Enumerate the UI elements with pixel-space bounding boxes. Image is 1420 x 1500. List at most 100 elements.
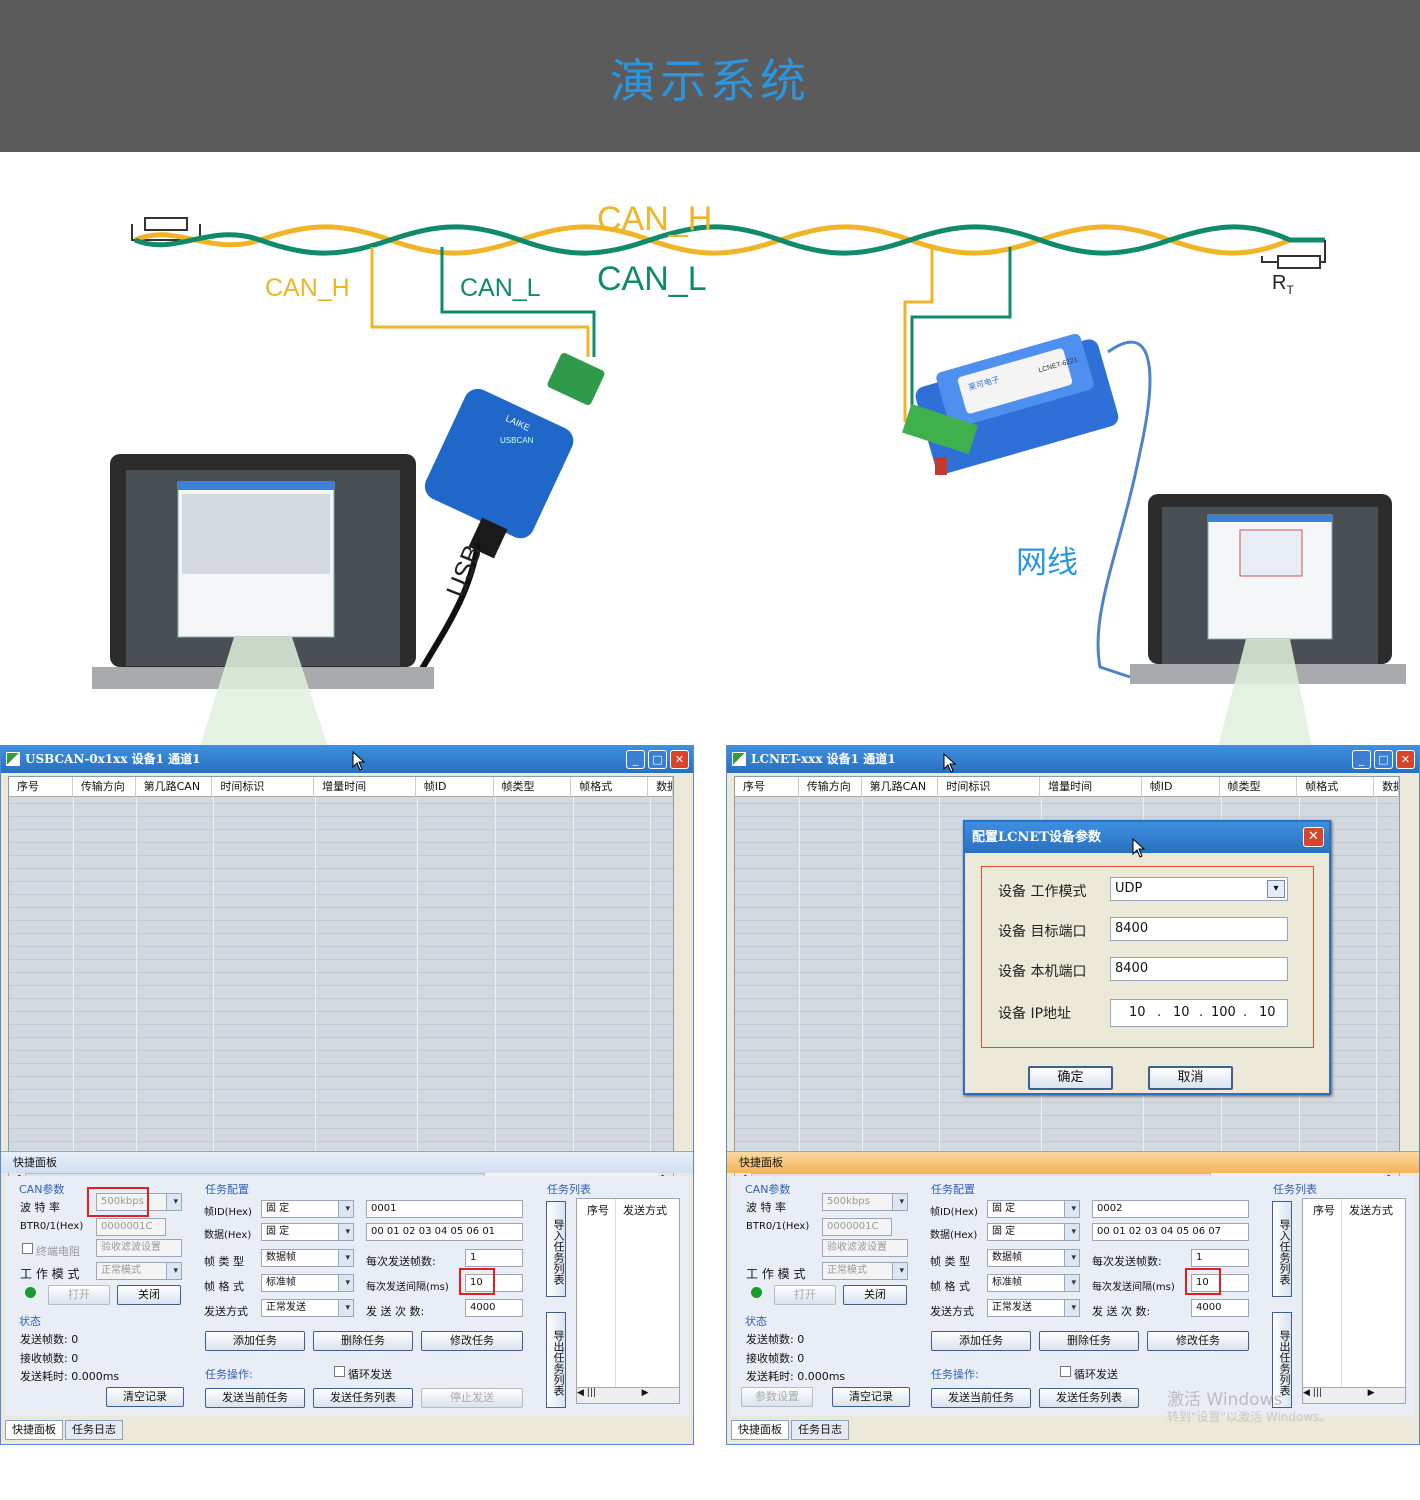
frame-id-input[interactable]: 0001 [366, 1200, 523, 1218]
import-task-list-button[interactable]: 导入任务列表 [1272, 1201, 1292, 1297]
close-window-button[interactable]: ✕ [670, 750, 689, 769]
data-mode-select[interactable]: 固 定▾ [987, 1223, 1080, 1241]
send-mode-select[interactable]: 正常发送▾ [987, 1299, 1080, 1317]
data-input[interactable]: 00 01 02 03 04 05 06 01 [366, 1223, 523, 1241]
mode-select[interactable]: UDP▾ [1110, 877, 1288, 901]
tab-task-log[interactable]: 任务日志 [65, 1420, 123, 1440]
maximize-button[interactable]: □ [1374, 750, 1393, 769]
ip-octet-4[interactable]: 10 [1259, 1005, 1276, 1020]
term-resistor-checkbox[interactable] [22, 1243, 33, 1254]
loop-send-checkbox[interactable] [334, 1366, 345, 1377]
ok-button[interactable]: 确定 [1028, 1066, 1113, 1090]
frame-id-input[interactable]: 0002 [1092, 1200, 1249, 1218]
task-list-hscroll[interactable]: ◀ ||| ▶ [1303, 1387, 1405, 1403]
loop-send-checkbox[interactable] [1060, 1366, 1071, 1377]
btr-input[interactable]: 0000001C [96, 1218, 166, 1236]
mode-select[interactable]: 正常模式▾ [822, 1262, 908, 1280]
close-window-button[interactable]: ✕ [1396, 750, 1415, 769]
col-can-channel[interactable]: 第几路CAN [862, 777, 939, 797]
dialog-titlebar[interactable]: 配置LCNET设备参数 [965, 822, 1329, 853]
delete-task-button[interactable]: 删除任务 [313, 1331, 413, 1351]
add-task-button[interactable]: 添加任务 [205, 1331, 305, 1351]
col-direction[interactable]: 传输方向 [799, 777, 862, 797]
task-list-col-index: 序号 [587, 1204, 609, 1217]
btr-input[interactable]: 0000001C [822, 1218, 892, 1236]
frame-id-mode-select[interactable]: 固 定▾ [261, 1200, 354, 1218]
send-task-list-button[interactable]: 发送任务列表 [313, 1388, 413, 1408]
send-times-input[interactable]: 4000 [1191, 1299, 1249, 1317]
stop-send-button[interactable]: 停止发送 [421, 1388, 523, 1408]
col-frame-type[interactable]: 帧类型 [494, 777, 572, 797]
chevron-down-icon[interactable]: ▾ [1267, 880, 1285, 898]
frame-type-select[interactable]: 数据帧▾ [987, 1249, 1080, 1267]
maximize-button[interactable]: □ [648, 750, 667, 769]
col-delta-time[interactable]: 增量时间 [1040, 777, 1142, 797]
minimize-button[interactable]: _ [626, 750, 645, 769]
filter-settings-button[interactable]: 验收滤波设置 [822, 1239, 908, 1257]
ip-octet-3[interactable]: 100 [1211, 1005, 1236, 1020]
send-current-task-button[interactable]: 发送当前任务 [205, 1388, 305, 1408]
minimize-button[interactable]: _ [1352, 750, 1371, 769]
send-mode-select[interactable]: 正常发送▾ [261, 1299, 354, 1317]
open-button[interactable]: 打开 [48, 1285, 110, 1305]
send-current-task-button[interactable]: 发送当前任务 [931, 1388, 1031, 1408]
col-direction[interactable]: 传输方向 [73, 777, 136, 797]
tab-task-log[interactable]: 任务日志 [791, 1420, 849, 1440]
ip-octet-1[interactable]: 10 [1129, 1005, 1146, 1020]
per-count-input[interactable]: 1 [1191, 1249, 1249, 1267]
param-settings-button[interactable]: 参数设置 [741, 1387, 813, 1407]
close-button[interactable]: 关闭 [843, 1285, 907, 1305]
window-titlebar[interactable]: LCNET-xxx 设备1 通道1 [727, 746, 1419, 773]
open-button[interactable]: 打开 [774, 1285, 836, 1305]
delete-task-button[interactable]: 删除任务 [1039, 1331, 1139, 1351]
col-frame-id[interactable]: 帧ID [416, 777, 494, 797]
per-count-input[interactable]: 1 [465, 1249, 523, 1267]
target-port-input[interactable]: 8400 [1110, 917, 1288, 941]
filter-settings-button[interactable]: 验收滤波设置 [96, 1239, 182, 1257]
col-timestamp[interactable]: 时间标识 [212, 777, 315, 797]
clear-log-button[interactable]: 清空记录 [106, 1387, 184, 1407]
baud-select[interactable]: 500kbps▾ [822, 1193, 908, 1211]
export-task-list-button[interactable]: 导出任务列表 [546, 1312, 566, 1408]
cancel-button[interactable]: 取消 [1148, 1066, 1233, 1090]
frame-format-select[interactable]: 标准帧▾ [261, 1274, 354, 1292]
modify-task-button[interactable]: 修改任务 [1147, 1331, 1249, 1351]
tab-quick-panel[interactable]: 快捷面板 [5, 1420, 63, 1440]
tab-quick-panel[interactable]: 快捷面板 [731, 1420, 789, 1440]
frame-type-select[interactable]: 数据帧▾ [261, 1249, 354, 1267]
col-data[interactable]: 数据 [648, 777, 673, 797]
import-task-list-button[interactable]: 导入任务列表 [546, 1201, 566, 1297]
col-data[interactable]: 数据 [1374, 777, 1399, 797]
dialog-close-icon[interactable]: ✕ [1303, 827, 1324, 847]
export-task-list-button[interactable]: 导出任务列表 [1272, 1312, 1292, 1408]
data-mode-select[interactable]: 固 定▾ [261, 1223, 354, 1241]
col-delta-time[interactable]: 增量时间 [314, 777, 416, 797]
col-frame-id[interactable]: 帧ID [1142, 777, 1220, 797]
frame-format-select[interactable]: 标准帧▾ [987, 1274, 1080, 1292]
col-can-channel[interactable]: 第几路CAN [136, 777, 213, 797]
data-input[interactable]: 00 01 02 03 04 05 06 07 [1092, 1223, 1249, 1241]
task-list-table[interactable]: 序号 发送方式 ◀ ||| ▶ [576, 1198, 680, 1404]
col-timestamp[interactable]: 时间标识 [938, 777, 1041, 797]
send-task-list-button[interactable]: 发送任务列表 [1039, 1388, 1139, 1408]
col-frame-type[interactable]: 帧类型 [1220, 777, 1298, 797]
message-grid[interactable]: 序号 传输方向 第几路CAN 时间标识 增量时间 帧ID 帧类型 帧格式 数据 [8, 776, 674, 1169]
col-frame-format[interactable]: 帧格式 [1297, 777, 1375, 797]
col-index[interactable]: 序号 [735, 777, 799, 797]
modify-task-button[interactable]: 修改任务 [421, 1331, 523, 1351]
clear-log-button[interactable]: 清空记录 [832, 1387, 910, 1407]
close-button[interactable]: 关闭 [117, 1285, 181, 1305]
col-index[interactable]: 序号 [9, 777, 73, 797]
col-frame-format[interactable]: 帧格式 [571, 777, 649, 797]
ip-address-input[interactable]: 10 . 10 . 100 . 10 [1110, 999, 1288, 1027]
task-list-table[interactable]: 序号 发送方式 ◀ ||| ▶ [1302, 1198, 1406, 1404]
local-port-input[interactable]: 8400 [1110, 957, 1288, 981]
window-titlebar[interactable]: USBCAN-0x1xx 设备1 通道1 [1, 746, 693, 773]
ip-octet-2[interactable]: 10 [1173, 1005, 1190, 1020]
baud-select[interactable]: 500kbps▾ [96, 1193, 182, 1211]
send-times-input[interactable]: 4000 [465, 1299, 523, 1317]
add-task-button[interactable]: 添加任务 [931, 1331, 1031, 1351]
task-list-hscroll[interactable]: ◀ ||| ▶ [577, 1387, 679, 1403]
mode-select[interactable]: 正常模式▾ [96, 1262, 182, 1280]
frame-id-mode-select[interactable]: 固 定▾ [987, 1200, 1080, 1218]
